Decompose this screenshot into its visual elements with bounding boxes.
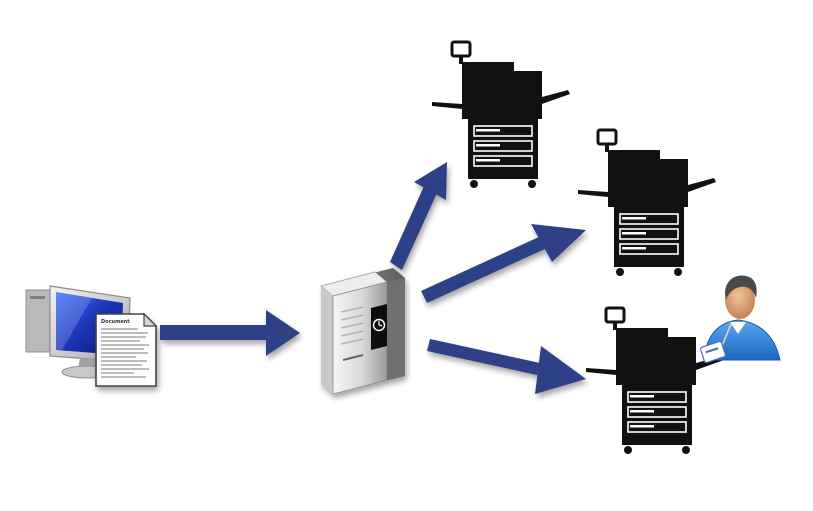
arrow-icon: [427, 339, 586, 394]
arrow-icon: [160, 310, 300, 356]
user-with-badge-icon: [699, 275, 781, 364]
multifunction-printer-icon: [430, 40, 572, 190]
document-title: Document: [101, 319, 130, 325]
arrow-icon: [390, 162, 447, 270]
multifunction-printer-icon: [584, 306, 726, 456]
multifunction-printer-icon: [576, 128, 718, 278]
server-tower-icon: [320, 268, 405, 395]
arrow-icon: [421, 224, 586, 303]
document-icon: Document: [95, 312, 158, 387]
